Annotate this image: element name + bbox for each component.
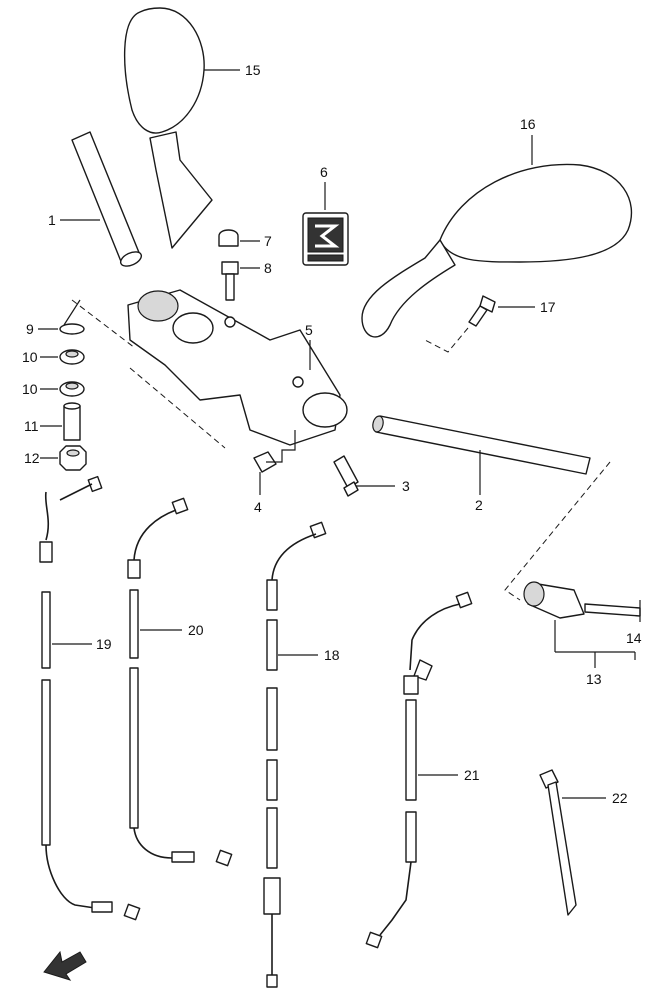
callout-9: 9 bbox=[26, 321, 34, 337]
mirror-left[interactable]: 15 bbox=[123, 7, 261, 249]
callout-3: 3 bbox=[402, 478, 410, 494]
callout-2: 2 bbox=[475, 497, 483, 513]
bolt-8[interactable]: 8 bbox=[221, 260, 272, 301]
plug-cap[interactable]: 7 bbox=[218, 229, 272, 249]
callout-22: 22 bbox=[612, 790, 628, 806]
callout-13: 13 bbox=[586, 671, 602, 687]
spacer-11[interactable]: 11 bbox=[24, 402, 81, 441]
handlebar-tube[interactable]: 2 bbox=[371, 415, 611, 601]
callout-10-upper: 10 bbox=[22, 349, 38, 365]
callout-6: 6 bbox=[320, 164, 328, 180]
callout-15: 15 bbox=[245, 62, 261, 78]
callout-21: 21 bbox=[464, 767, 480, 783]
choke-cable-21[interactable]: 21 bbox=[365, 591, 480, 949]
handlebar-clamp[interactable]: 5 bbox=[71, 289, 348, 449]
callout-10-lower: 10 bbox=[22, 381, 38, 397]
callout-14: 14 bbox=[626, 630, 642, 646]
throttle-cable-19[interactable]: 19 bbox=[39, 475, 141, 921]
callout-8: 8 bbox=[264, 260, 272, 276]
bolt-3[interactable]: 3 bbox=[333, 455, 410, 497]
callout-12: 12 bbox=[24, 450, 40, 466]
callout-18: 18 bbox=[324, 647, 340, 663]
callout-20: 20 bbox=[188, 622, 204, 638]
handlebar-balancer[interactable]: 14 13 bbox=[523, 581, 642, 687]
callout-7: 7 bbox=[264, 233, 272, 249]
callout-19: 19 bbox=[96, 636, 112, 652]
callout-17: 17 bbox=[540, 299, 556, 315]
clutch-cable-18[interactable]: 18 bbox=[263, 521, 340, 988]
cushion-10-lower[interactable]: 10 bbox=[22, 381, 85, 397]
mirror-right[interactable]: 16 bbox=[361, 116, 633, 338]
washer-9[interactable]: 9 bbox=[26, 299, 85, 337]
callout-4: 4 bbox=[254, 499, 262, 515]
callout-11: 11 bbox=[24, 418, 39, 434]
handlebar-grip[interactable]: 1 bbox=[48, 131, 143, 269]
nut-12[interactable]: 12 bbox=[24, 445, 87, 471]
cushion-10-upper[interactable]: 10 bbox=[22, 349, 85, 365]
clamp-nut-4[interactable]: 4 bbox=[253, 430, 296, 515]
cable-clamp-22[interactable]: 22 bbox=[539, 769, 628, 916]
throttle-cable-20[interactable]: 20 bbox=[127, 497, 233, 867]
callout-16: 16 bbox=[520, 116, 536, 132]
callout-5: 5 bbox=[305, 322, 313, 338]
suzuki-s-emblem-icon bbox=[315, 224, 340, 248]
suzuki-emblem[interactable]: 6 bbox=[302, 164, 349, 266]
front-direction-arrow-icon bbox=[43, 950, 87, 981]
bolt-17[interactable]: 17 bbox=[424, 295, 556, 353]
callout-1: 1 bbox=[48, 212, 56, 228]
